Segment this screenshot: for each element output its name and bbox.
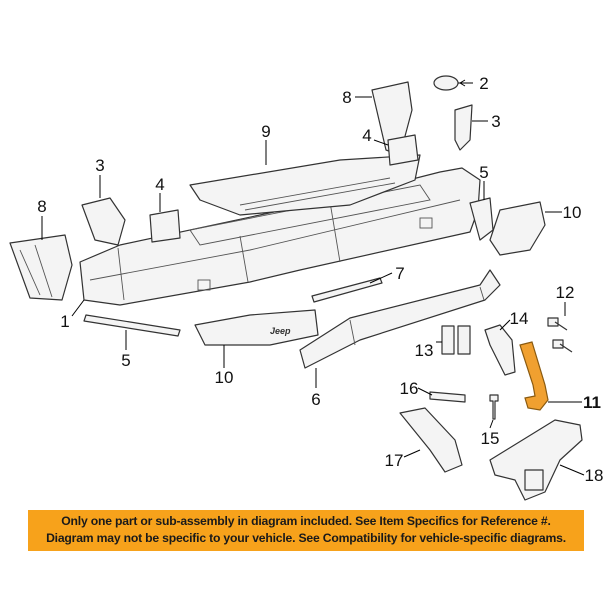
jeep-emblem: Jeep (270, 326, 291, 336)
part-15-bolt (489, 394, 499, 420)
part-8-left (9, 234, 73, 301)
part-14-bracket (484, 324, 516, 376)
leader-lines (41, 79, 585, 476)
callout-10: 10 (215, 368, 234, 387)
callout-5: 5 (479, 163, 488, 182)
callout-5: 5 (121, 351, 130, 370)
part-16-plate (429, 391, 466, 403)
disclaimer-line-1: Only one part or sub-assembly in diagram… (61, 514, 551, 528)
part-8-upper (371, 81, 413, 156)
part-10-step (194, 309, 319, 346)
part-3-left (81, 197, 126, 246)
callout-11: 11 (583, 393, 601, 412)
callout-8: 8 (37, 197, 46, 216)
part-5-strip (83, 314, 181, 337)
callout-9: 9 (261, 122, 270, 141)
callout-12: 12 (556, 283, 575, 302)
part-4-left (149, 209, 181, 243)
callout-4: 4 (362, 126, 371, 145)
disclaimer-line-2: Diagram may not be specific to your vehi… (46, 531, 566, 545)
part-10-right (489, 201, 546, 256)
callout-15: 15 (481, 429, 500, 448)
callout-16: 16 (400, 379, 419, 398)
disclaimer-banner: Only one part or sub-assembly in diagram… (28, 510, 584, 551)
part-7-strip (311, 277, 383, 303)
callout-3: 3 (491, 112, 500, 131)
part-13-plates (441, 325, 471, 355)
part-3-right (454, 104, 473, 151)
part-2-cap (433, 75, 459, 91)
callout-1: 1 (60, 312, 69, 331)
part-9-step-pad (189, 154, 421, 216)
part-17-bracket (399, 407, 463, 473)
callout-10: 10 (563, 203, 582, 222)
callout-4: 4 (155, 175, 164, 194)
callout-numbers: 8 2 3 4 9 3 4 5 10 8 7 12 1 14 5 13 10 6… (37, 74, 603, 485)
callout-8: 8 (342, 88, 351, 107)
part-6-crossmember (299, 269, 501, 369)
part-11-tow-hook (519, 341, 549, 411)
part-12-bolts (547, 317, 573, 353)
callout-14: 14 (510, 309, 529, 328)
callout-2: 2 (479, 74, 488, 93)
callout-18: 18 (585, 466, 604, 485)
callout-7: 7 (395, 264, 404, 283)
callout-3: 3 (95, 156, 104, 175)
callout-17: 17 (385, 451, 404, 470)
callout-6: 6 (311, 390, 320, 409)
callout-13: 13 (415, 341, 434, 360)
part-4-right (387, 134, 419, 166)
part-18-hitch (489, 419, 583, 501)
